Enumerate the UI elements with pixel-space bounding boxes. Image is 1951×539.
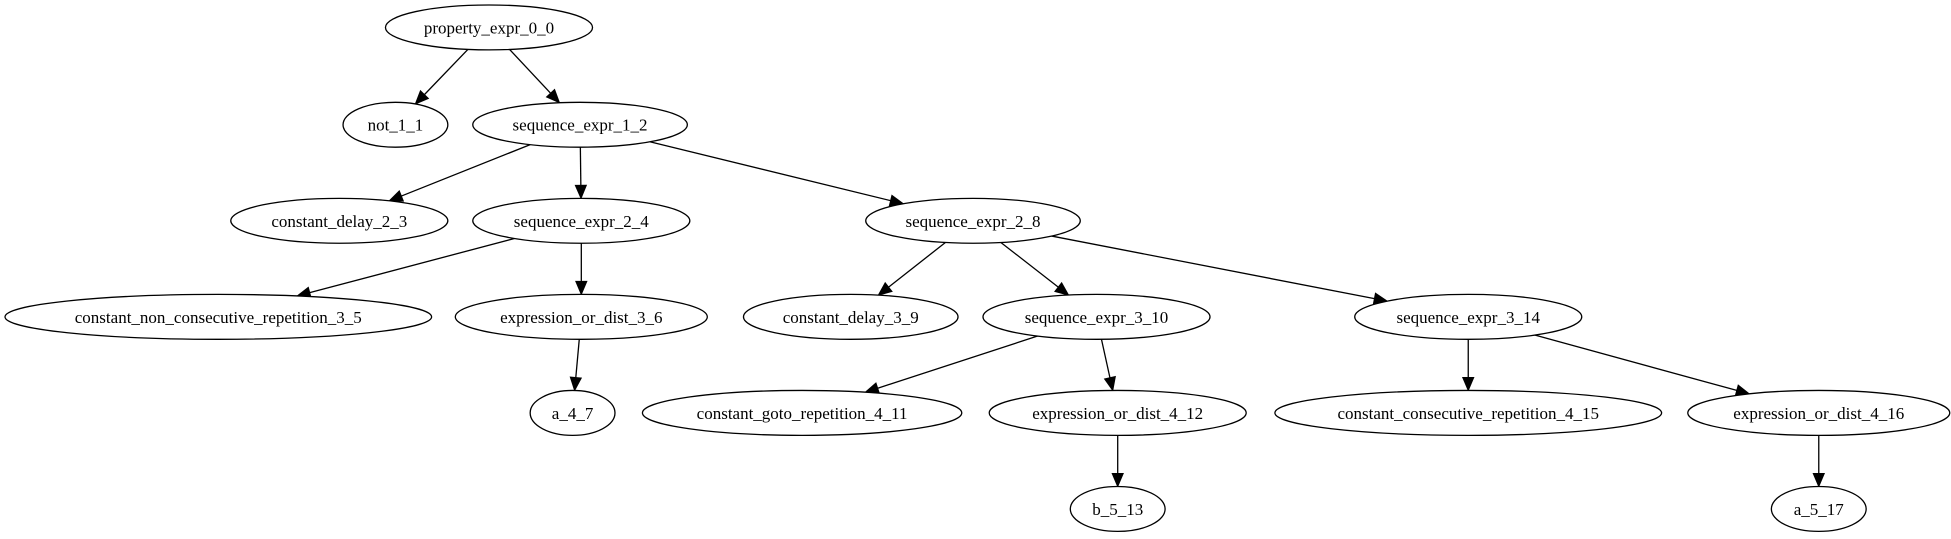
arrowhead-n0-n2 [545,88,561,104]
node-label: constant_consecutive_repetition_4_15 [1337,404,1599,423]
node-label: sequence_expr_2_8 [905,212,1040,231]
arrowhead-n2-n4 [574,184,588,200]
node-label: constant_non_consecutive_repetition_3_5 [75,308,362,327]
node-ellipse [988,389,1247,437]
tree-node: sequence_expr_3_14 [1354,293,1583,340]
arrowhead-n12-n13 [1111,473,1124,488]
tree-node: constant_consecutive_repetition_4_15 [1274,389,1663,437]
node-label: constant_goto_repetition_4_11 [697,404,908,423]
tree-node: sequence_expr_3_10 [982,293,1211,340]
edge-n8-n9 [888,241,946,288]
tree-node: sequence_expr_2_4 [472,197,691,244]
node-label: expression_or_dist_4_12 [1032,404,1203,423]
node-ellipse [529,389,616,437]
tree-node: expression_or_dist_4_12 [988,389,1247,437]
tree-node: constant_non_consecutive_repetition_3_5 [4,293,433,340]
node-label: property_expr_0_0 [424,18,554,37]
node-ellipse [230,197,449,244]
arrowhead-n14-n15 [1461,376,1475,392]
node-ellipse [1687,389,1951,437]
node-label: expression_or_dist_3_6 [500,308,662,327]
tree-node: constant_delay_3_9 [742,293,959,340]
arrowhead-n6-n7 [569,376,583,392]
node-ellipse [472,101,688,148]
edge-n10-n12 [1100,339,1111,378]
node-label: sequence_expr_2_4 [514,212,650,231]
tree-node: sequence_expr_2_8 [865,197,1081,244]
node-label: a_5_17 [1794,500,1845,519]
node-ellipse [4,293,433,340]
node-ellipse [1274,389,1663,437]
tree-node: a_4_7 [529,389,616,437]
edge-n8-n14 [1051,235,1375,300]
edge-n2-n3 [401,144,531,197]
node-ellipse [454,293,708,340]
node-ellipse [1354,293,1583,340]
edges-layer [295,48,1826,488]
edge-n10-n11 [877,335,1038,389]
node-label: sequence_expr_1_2 [513,116,648,135]
node-label: constant_delay_3_9 [783,308,919,327]
node-label: sequence_expr_3_14 [1396,308,1540,327]
node-ellipse [342,101,449,148]
arrowhead-n16-n17 [1812,473,1826,488]
edge-n0-n2 [509,49,552,94]
node-ellipse [641,389,963,437]
tree-node: b_5_13 [1069,485,1166,533]
arrowhead-n8-n10 [1054,281,1070,296]
tree-node: not_1_1 [342,101,449,148]
node-label: constant_delay_2_3 [271,212,407,231]
edge-n0-n1 [423,48,469,96]
arrowhead-n10-n12 [1103,375,1116,392]
tree-node: property_expr_0_0 [384,4,594,51]
edge-n6-n7 [575,339,580,378]
node-label: b_5_13 [1092,500,1143,519]
tree-node: a_5_17 [1770,485,1867,533]
tree-node: sequence_expr_1_2 [472,101,688,148]
node-ellipse [1069,485,1166,533]
tree-node: constant_delay_2_3 [230,197,449,244]
arrowhead-n4-n6 [575,280,588,296]
edge-n8-n10 [1000,241,1059,288]
node-ellipse [384,4,594,51]
node-label: sequence_expr_3_10 [1025,308,1169,327]
arrowhead-n8-n9 [877,281,893,296]
node-label: not_1_1 [368,116,424,135]
nodes-layer: property_expr_0_0 not_1_1 sequence_expr_1_… [4,4,1951,533]
arrowhead-n0-n1 [414,89,430,105]
node-label: expression_or_dist_4_16 [1733,404,1904,423]
node-ellipse [1770,485,1867,533]
arrowhead-n2-n3 [388,190,405,202]
node-ellipse [982,293,1211,340]
tree-node: expression_or_dist_3_6 [454,293,708,340]
tree-node: expression_or_dist_4_16 [1687,389,1951,437]
edge-n14-n16 [1534,334,1737,392]
tree-node: constant_goto_repetition_4_11 [641,389,963,437]
node-ellipse [472,197,691,244]
node-ellipse [865,197,1081,244]
node-ellipse [742,293,959,340]
edge-n4-n5 [309,237,515,294]
edge-n2-n8 [649,141,891,202]
node-label: a_4_7 [552,404,594,423]
